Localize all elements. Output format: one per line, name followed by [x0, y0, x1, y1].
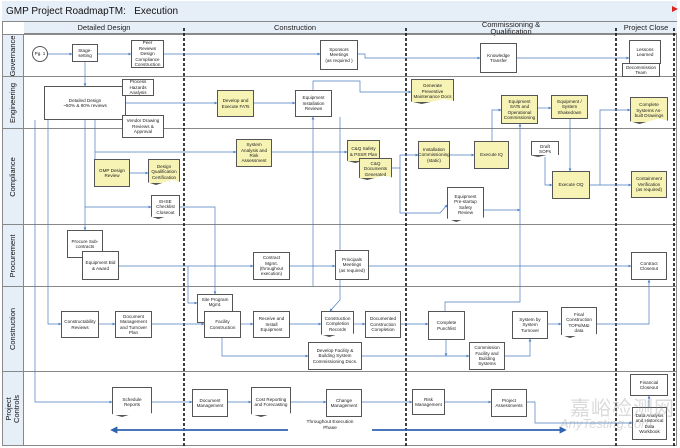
task-containment-verification-as-required: Containment Verification (as required) — [631, 171, 667, 198]
throughout-execution-label: Throughout Execution Phase — [306, 420, 354, 431]
task-facility-construction: Facility Construction — [204, 311, 241, 338]
task-commission-facility-and-building-systems: Commission Facility and Building Systems — [469, 342, 505, 370]
connector-arrow — [358, 53, 481, 60]
task-equipment-system-shakedown: Equipment / System Shakedown — [551, 95, 588, 119]
connector-arrow — [312, 80, 412, 94]
connector-arrow — [47, 120, 62, 326]
document-ehse-checklist-closeout: EHSE Checklist Closeout — [151, 195, 180, 219]
task-system-analysis-and-risk-assessment: System Analysis and Risk Assessment — [236, 139, 272, 167]
task-receive-and-install-equipment: Receive and Install Equipment — [253, 311, 290, 338]
connector-arrow — [544, 157, 553, 187]
phase-construction: Construction — [273, 23, 317, 32]
connector-arrow — [221, 338, 309, 358]
swimlane-label: Engineering — [3, 77, 24, 128]
connector-arrow — [187, 266, 198, 305]
task-complete-punchlist: Complete Punchlist — [428, 311, 465, 340]
task-document-management: Document Management — [192, 389, 228, 417]
connector-arrow — [444, 123, 522, 311]
connector-arrow — [505, 338, 532, 357]
flag-icon — [672, 6, 678, 12]
task-knowledge-transfer: Knowledge Transfer — [480, 43, 517, 73]
document-final-construction-tops-m-i-data: Final Construction TOPs/M&I data — [561, 307, 597, 338]
task-develop-and-execute-fats: Develop and Execute FATs — [217, 90, 254, 117]
task-execute-oq: Execute OQ — [552, 171, 590, 199]
task-sponsors-meetings-as-required: Sponsors Meetings (as required ) — [320, 40, 358, 70]
connector-arrow — [399, 168, 448, 214]
task-risk-management: Risk Management — [412, 389, 445, 415]
connector-arrow — [527, 401, 633, 425]
task-system-by-system-turnover: System by System Turnover — [512, 311, 548, 339]
task-pg-1: Pg. 1 — [32, 46, 48, 62]
connector-arrow — [34, 120, 113, 404]
phase-project-close: Project Close — [623, 23, 669, 32]
task-equipment-installation-reviews: Equipment Installation Reviews — [295, 90, 332, 117]
task-equipment-sats-and-operational-commissioning: Equipment SATs and Operational Commissio… — [501, 95, 538, 124]
task-document-management-and-turnover-plan: Document Management and Turnover Plan — [115, 311, 152, 338]
task-process-hazards-analysis: Process Hazards Analysis — [122, 79, 154, 96]
task-gmp-design-review: GMP Design Review — [94, 159, 130, 187]
swimlane-label: Governance — [3, 35, 24, 76]
task-peer-reviews-design-compliance-construction: Peer Reviews Design Compliance Construct… — [131, 40, 164, 68]
swimlane-label: Compliance — [3, 129, 24, 224]
phase-detailed-design: Detailed Design — [77, 23, 131, 32]
task-installation-commissioning-static: Installation Commissioning (static) — [418, 141, 450, 169]
diagram-title: GMP Project RoadmapTM: Execution — [6, 6, 179, 17]
task-data-analysis-and-historical-data-workbook: Data Analysis and Historical Data Workbo… — [632, 407, 667, 440]
task-equipment-bid-award: Equipment Bid & Award — [82, 251, 119, 280]
connector-arrow — [599, 108, 631, 185]
phase-header: Detailed Design Construction Commissioni… — [24, 20, 677, 36]
task-change-management: Change Management — [326, 389, 362, 417]
connector-arrow — [597, 279, 651, 325]
document-equipment-pre-startup-safety-review: Equipment Pre-startup Safety Review — [447, 187, 484, 222]
task-contract-closeout: Contract Closeout — [631, 252, 667, 280]
task-develop-facility-building-system-commissioning-docs: Develop Facility & Building System Commi… — [308, 342, 362, 370]
swimlane-label: Construction — [3, 287, 24, 371]
swimlane-engineering: Engineering — [3, 76, 677, 128]
task-decommission-team: Decommission Team — [622, 63, 660, 77]
watermark-en: AnyTesting.com — [560, 416, 653, 431]
task-stage-setting: Stage- setting — [72, 44, 98, 62]
task-financial-closeout: Financial Closeout — [630, 374, 668, 396]
task-detailed-design-50-90-reviews: Detailed Design ~50% & 90% reviews — [44, 86, 126, 120]
title-bar: GMP Project RoadmapTM: Execution — [2, 1, 677, 22]
swimlane-label: Project Controls — [3, 372, 24, 445]
phase-commissioning-qualification: Commissioning & Qualification — [481, 20, 541, 36]
task-project-assessments: Project Assessments — [491, 389, 527, 417]
connector-arrow — [180, 206, 217, 295]
connector-arrow — [392, 153, 419, 169]
connector-arrow — [329, 117, 341, 312]
task-documented-construction-completion: Documented Construction Completion — [365, 311, 401, 338]
task-execute-iq: Execute IQ — [474, 141, 509, 169]
swimlane-governance: Governance — [3, 34, 677, 76]
task-constructability-reviews: Constructability Reviews — [61, 311, 99, 338]
task-lessons-learned: Lessons Learned — [629, 40, 661, 64]
task-principals-meetings-as-required: Principals Meetings (as required) — [335, 250, 369, 280]
swimlane-label: Procurement — [3, 225, 24, 286]
watermark-cn: 嘉峪检测网 — [570, 398, 675, 420]
swimlane-project-controls: Project Controls — [3, 371, 677, 445]
document-c-q-safety-pssr-plan: C&Q Safety & PSSR Plan — [347, 140, 380, 163]
task-vendor-drawing-reviews-approval: Vendor Drawing Reviews & Approval — [122, 115, 164, 138]
task-contract-mgmt-throughout-execution: Contract Mgmt. (throughout execution) — [253, 252, 290, 280]
connector-arrow — [491, 108, 502, 141]
